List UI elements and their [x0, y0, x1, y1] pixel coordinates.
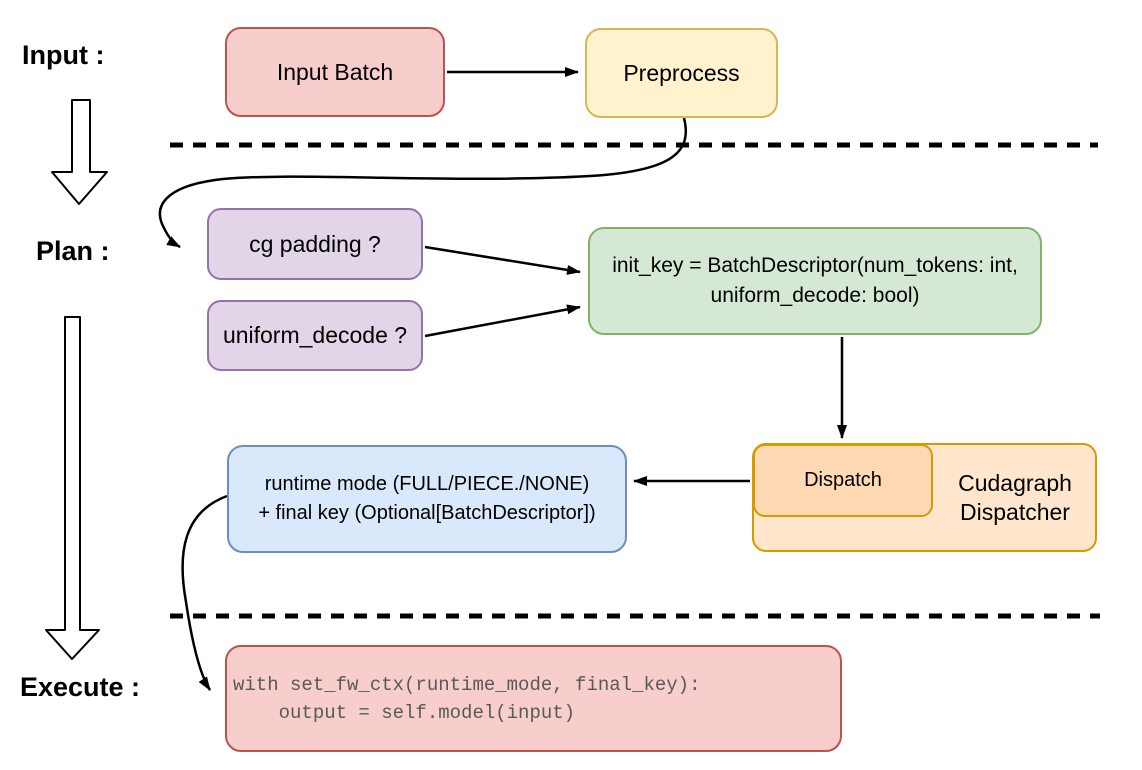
stage-label-plan: Plan :	[36, 236, 110, 266]
node-dispatch: Dispatch	[753, 444, 933, 517]
stage-label-execute: Execute :	[20, 672, 141, 702]
node-cg-padding-label: cg padding ?	[249, 230, 381, 257]
node-input-batch-label: Input Batch	[276, 58, 394, 85]
node-cudagraph-dispatcher-label: Cudagraph Dispatcher	[933, 443, 1097, 552]
stage-arrow-input-to-plan	[51, 99, 108, 205]
execute-code-line2: output = self.model(input)	[233, 701, 576, 724]
node-preprocess-label: Preprocess	[623, 59, 740, 86]
node-runtime-mode-line2: + final key (Optional[BatchDescriptor])	[258, 502, 596, 524]
execute-code-line1: with set_fw_ctx(runtime_mode, final_key)…	[233, 673, 701, 696]
node-dispatch-label: Dispatch	[804, 469, 882, 491]
node-init-key: init_key = BatchDescriptor(num_tokens: i…	[588, 227, 1042, 335]
node-cg-padding: cg padding ?	[207, 208, 423, 280]
stage-label-input: Input :	[22, 40, 105, 70]
cudagraph-dispatcher-line1: Cudagraph	[958, 469, 1072, 496]
node-runtime-mode: runtime mode (FULL/PIECE./NONE) + final …	[227, 445, 627, 553]
node-preprocess: Preprocess	[585, 28, 778, 118]
arrow-uniform-decode-to-init-key	[424, 304, 581, 338]
arrow-runtime-mode-to-execute-code	[181, 494, 228, 691]
node-init-key-line2: uniform_decode: bool)	[710, 284, 920, 307]
cudagraph-dispatcher-line2: Dispatcher	[960, 498, 1070, 525]
node-uniform-decode-label: uniform_decode ?	[222, 322, 408, 348]
node-execute-code: with set_fw_ctx(runtime_mode, final_key)…	[225, 645, 842, 752]
node-uniform-decode: uniform_decode ?	[207, 300, 423, 371]
stage-arrow-plan-to-execute	[45, 316, 100, 660]
node-input-batch: Input Batch	[225, 27, 445, 117]
node-runtime-mode-line1: runtime mode (FULL/PIECE./NONE)	[264, 473, 590, 495]
arrow-preprocess-to-cg-padding	[158, 117, 688, 249]
arrow-cg-padding-to-init-key	[424, 245, 581, 275]
node-init-key-line1: init_key = BatchDescriptor(num_tokens: i…	[612, 254, 1018, 277]
